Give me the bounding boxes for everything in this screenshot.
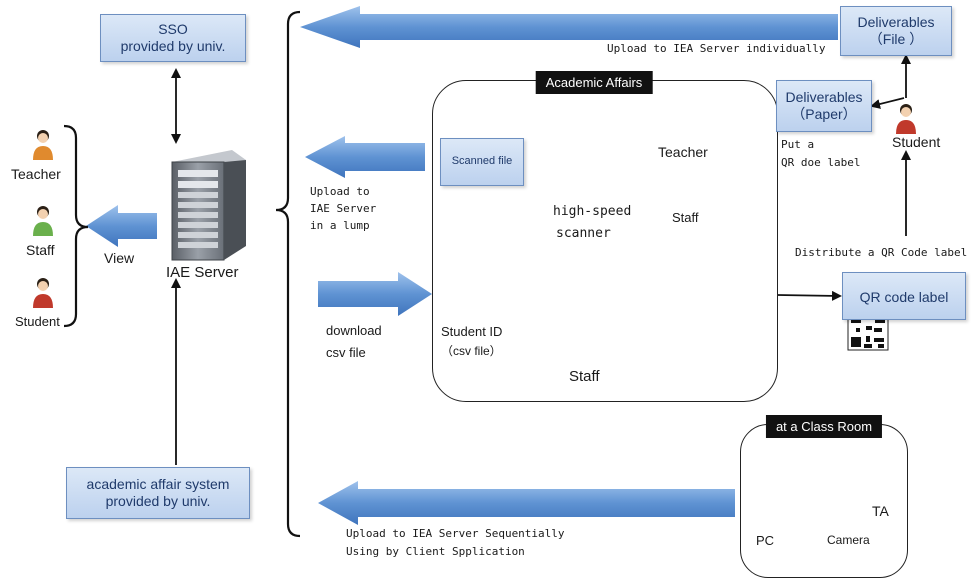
academic-system-box-line1: academic affair system (86, 475, 230, 492)
pc-label: PC (756, 533, 775, 548)
sso-box-line1: SSO (158, 20, 188, 37)
aa-staff-top-label: Staff (672, 210, 699, 225)
put-qr-line2: QR doe label (781, 156, 861, 169)
class-room-tag: at a Class Room (765, 415, 883, 438)
left-staff-label: Staff (26, 242, 55, 258)
view-arrow (86, 205, 157, 247)
qr-code-label-box: QR code label (842, 272, 966, 320)
users-brace (63, 124, 89, 328)
academic-system-box-line2: provided by univ. (105, 493, 211, 509)
upload-sequential-line2: Using by Client Spplication (346, 545, 525, 558)
upload-lump-line2: IAE Server (310, 202, 377, 215)
upload-lump-line3: in a lump (310, 219, 370, 232)
upload-sequential-line1: Upload to IEA Server Sequentially (346, 527, 565, 540)
high-speed-line2: scanner (556, 226, 611, 241)
camera-label: Camera (827, 533, 870, 547)
server-icon (171, 150, 246, 261)
student-to-paper-arrow (870, 97, 905, 109)
person-icon-left-teacher (33, 130, 53, 160)
deliverables-paper-box: Deliverables （Paper） (776, 80, 872, 132)
right-student-label: Student (892, 134, 941, 150)
big-arrows (86, 6, 838, 525)
deliverables-file-box: Deliverables （File ） (840, 6, 952, 56)
put-qr-line1: Put a (781, 138, 815, 151)
left-student-label: Student (15, 314, 60, 329)
download-csv-line1: download (326, 323, 382, 338)
deliverables-file-line1: Deliverables (857, 13, 935, 30)
scanned-file-label: Scanned file (451, 155, 513, 168)
download-csv-arrow (318, 272, 432, 316)
sso-box-line2: provided by univ. (120, 38, 226, 54)
deliverables-paper-line1: Deliverables (785, 88, 863, 105)
academic-affairs-tag: Academic Affairs (535, 71, 653, 94)
person-icon-right-student (896, 104, 916, 134)
qr-code-label-text: QR code label (859, 289, 949, 305)
upload-lump-arrow (305, 136, 425, 178)
ta-label: TA (872, 503, 889, 519)
person-icon-left-staff (33, 206, 53, 236)
student-id-line2: （csv file） (441, 344, 502, 358)
academic-affairs-region (432, 80, 778, 402)
sso-box: SSO provided by univ. (100, 14, 246, 62)
deliverables-file-line2: （File ） (868, 31, 924, 47)
upload-individually-arrow (300, 6, 838, 48)
scanned-file-box: Scanned file (440, 138, 524, 186)
download-csv-line2: csv file (326, 345, 366, 360)
upload-sequential-arrow (318, 481, 735, 525)
upload-individually-label: Upload to IEA Server individually (607, 42, 826, 55)
class-room-region (740, 424, 908, 578)
academic-system-box: academic affair system provided by univ. (66, 467, 250, 519)
left-teacher-label: Teacher (11, 166, 61, 182)
student-id-line1: Student ID (441, 324, 503, 339)
aa-staff-bottom-label: Staff (569, 368, 600, 385)
distribute-qr-label: Distribute a QR Code label (795, 246, 968, 259)
deliverables-paper-line2: （Paper） (791, 106, 857, 122)
high-speed-line1: high-speed (553, 204, 632, 219)
aa-teacher-label: Teacher (658, 144, 708, 160)
server-label: IAE Server (166, 264, 239, 281)
server-brace (275, 10, 301, 538)
view-label: View (104, 250, 135, 266)
upload-lump-line1: Upload to (310, 185, 370, 198)
person-icon-left-student (33, 278, 53, 308)
